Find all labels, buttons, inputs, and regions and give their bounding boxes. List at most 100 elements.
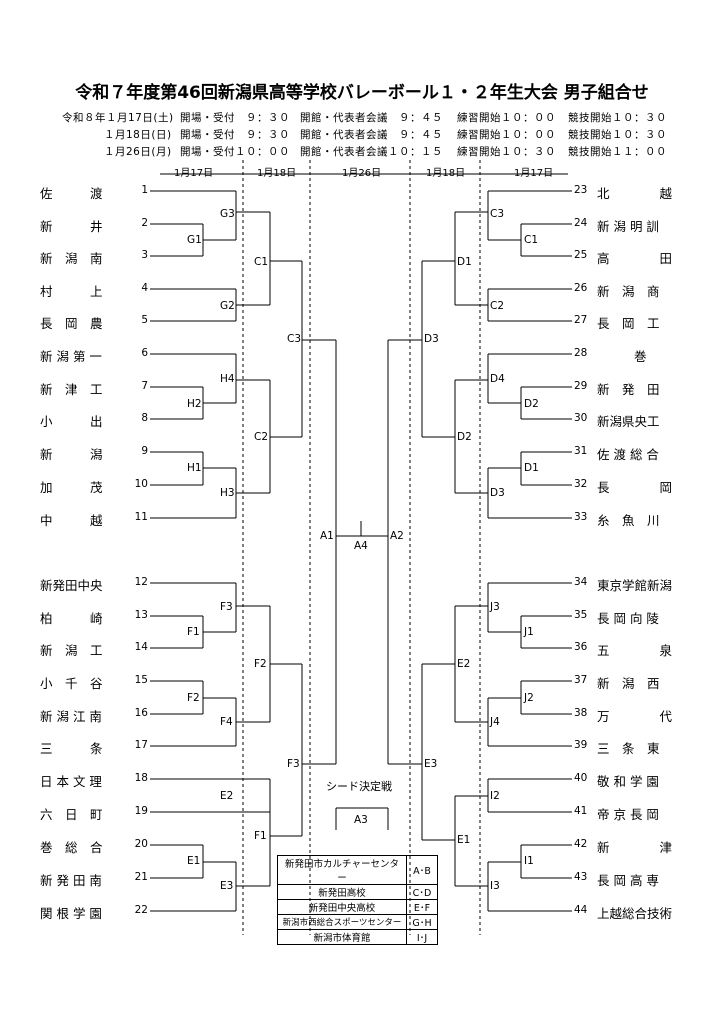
team-name-36: 五 泉 [597,643,673,658]
team-name-1: 佐 渡 [40,186,103,201]
team-number-12: 12 [134,576,148,588]
schedule-meeting-3: 開館・代表者会議１０：１５ [300,146,443,158]
team-name-7: 新 津 工 [40,382,103,397]
team-name-43: 長 岡 高 専 [597,873,659,888]
match-code-g3: G3 [220,208,235,220]
venue-name: 新発田高校 [277,884,407,900]
team-number-30: 30 [574,412,588,424]
match-code-e1-left: E1 [187,855,201,867]
team-number-32: 32 [574,478,588,490]
team-name-6: 新 潟 第 一 [40,349,102,364]
schedule-practice-2: 練習開始１０：００ [457,129,556,141]
team-name-2: 新 井 [40,219,103,234]
venue-name: 新発田市カルチャーセンター [277,855,407,885]
match-code-a4: A4 [354,540,368,552]
team-number-23: 23 [574,184,588,196]
team-name-11: 中 越 [40,513,103,528]
page-title: 令和７年度第46回新潟県高等学校バレーボール１・２年生大会 男子組合せ [75,83,649,103]
team-name-39: 三 条 東 [597,741,660,756]
schedule-meeting-2: 開館・代表者会議 ９：４５ [300,129,443,141]
team-name-21: 新 発 田 南 [40,873,102,888]
team-name-10: 加 茂 [40,480,103,495]
schedule-open-3: 開場・受付１０：００ [180,146,290,158]
schedule-start-2: 競技開始１０：３０ [568,129,667,141]
venue-row: 新発田高校 C･D [277,884,438,900]
match-code-j3: J3 [490,601,500,613]
match-code-f1-left: F1 [187,626,200,638]
team-name-25: 高 田 [597,251,673,266]
team-number-11: 11 [134,511,148,523]
team-name-28: 巻 [634,349,647,364]
venue-row: 新潟市西総合スポーツセンター G･H [277,914,438,930]
match-code-d1-round2: D1 [457,256,472,268]
team-number-27: 27 [574,314,588,326]
match-code-i1: I1 [524,855,534,867]
match-code-d3-right: D3 [490,487,505,499]
venue-name: 新潟市体育館 [277,929,407,945]
team-number-35: 35 [574,609,588,621]
venue-row: 新発田市カルチャーセンター A･B [277,855,438,885]
match-code-d4: D4 [490,373,505,385]
team-number-29: 29 [574,380,588,392]
team-name-27: 長 岡 工 [597,316,660,331]
venue-row: 新発田中央高校 E･F [277,899,438,915]
team-number-22: 22 [134,904,148,916]
match-code-j4: J4 [490,716,500,728]
team-number-38: 38 [574,707,588,719]
match-code-h1: H1 [187,462,202,474]
match-code-e2-left: E2 [220,790,234,802]
team-name-41: 帝 京 長 岡 [597,807,659,822]
team-number-33: 33 [574,511,588,523]
team-name-42: 新 津 [597,840,673,855]
team-name-29: 新 発 田 [597,382,660,397]
match-code-f3-round3: F3 [287,758,300,770]
team-number-24: 24 [574,217,588,229]
team-number-14: 14 [134,641,148,653]
team-number-42: 42 [574,838,588,850]
match-code-f1-round2: F1 [254,830,267,842]
match-code-e2-right: E2 [457,658,471,670]
team-number-25: 25 [574,249,588,261]
team-number-21: 21 [134,871,148,883]
team-number-40: 40 [574,772,588,784]
match-code-e3-right: E3 [424,758,438,770]
team-number-8: 8 [141,412,148,424]
schedule-date-3: １月26日(月) [104,146,172,158]
venue-name: 新発田中央高校 [277,899,407,915]
team-number-37: 37 [574,674,588,686]
team-number-7: 7 [141,380,148,392]
team-name-4: 村 上 [40,284,103,299]
match-code-h2: H2 [187,398,202,410]
team-name-26: 新 潟 商 [597,284,660,299]
schedule-meeting-1: 開館・代表者会議 ９：４５ [300,112,443,124]
team-name-12: 新発田中央 [40,578,103,593]
seed-decision-label: シード決定戦 [326,780,392,793]
schedule-date-1: 令和８年１月17日(土) [62,112,174,124]
match-code-e1-right: E1 [457,834,471,846]
team-number-15: 15 [134,674,148,686]
match-code-f3-left: F3 [220,601,233,613]
match-code-a3: A3 [354,814,368,826]
team-number-5: 5 [141,314,148,326]
team-number-6: 6 [141,347,148,359]
team-number-41: 41 [574,805,588,817]
team-number-17: 17 [134,739,148,751]
team-name-14: 新 潟 工 [40,643,103,658]
match-code-g2: G2 [220,300,235,312]
team-name-38: 万 代 [597,709,673,724]
match-code-j1: J1 [524,626,534,638]
match-code-c3-left: C3 [287,333,302,345]
team-name-18: 日 本 文 理 [40,774,102,789]
team-number-36: 36 [574,641,588,653]
schedule-start-1: 競技開始１０：３０ [568,112,667,124]
team-name-33: 糸 魚 川 [597,513,660,528]
venue-codes: A･B [406,855,438,885]
team-number-16: 16 [134,707,148,719]
team-name-37: 新 潟 西 [597,676,660,691]
venue-table: 新発田市カルチャーセンター A･B 新発田高校 C･D 新発田中央高校 E･F … [277,855,438,945]
venue-name: 新潟市西総合スポーツセンター [277,914,407,930]
match-code-i2: I2 [490,790,500,802]
schedule-practice-1: 練習開始１０：００ [457,112,556,124]
team-number-20: 20 [134,838,148,850]
